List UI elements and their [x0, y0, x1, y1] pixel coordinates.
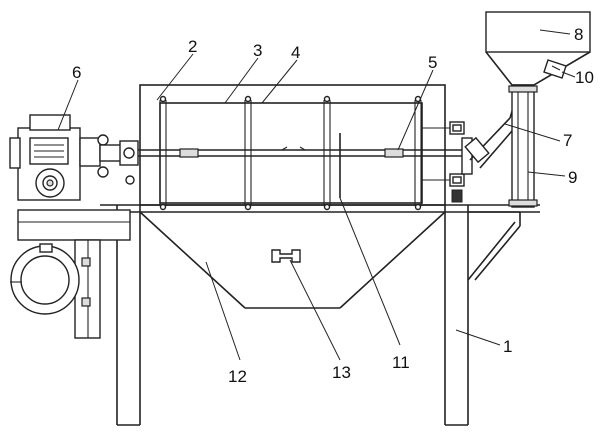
- support-frame: [100, 204, 540, 426]
- end-bearings: [422, 121, 473, 203]
- label-part-1: 1: [503, 337, 512, 356]
- label-part-3: 3: [253, 41, 262, 60]
- label-part-6: 6: [72, 63, 81, 82]
- label-part-10: 10: [575, 68, 594, 87]
- label-part-13: 13: [332, 363, 351, 382]
- scraper-handle: [271, 249, 301, 263]
- drive-motor: [9, 114, 139, 339]
- label-part-7: 7: [563, 131, 572, 150]
- label-part-9: 9: [568, 168, 577, 187]
- label-part-11: 11: [392, 353, 410, 372]
- label-part-4: 4: [291, 43, 300, 62]
- housing: [139, 84, 446, 206]
- collecting-funnel: [139, 211, 446, 309]
- hopper-valve: [543, 59, 567, 79]
- label-part-2: 2: [188, 37, 197, 56]
- leader-lines: [57, 29, 576, 361]
- main-shaft: [80, 133, 475, 198]
- feed-column: [508, 84, 538, 208]
- label-part-12: 12: [228, 367, 247, 386]
- label-part-5: 5: [428, 53, 437, 72]
- screen-drum: [159, 95, 423, 211]
- label-part-8: 8: [574, 25, 583, 44]
